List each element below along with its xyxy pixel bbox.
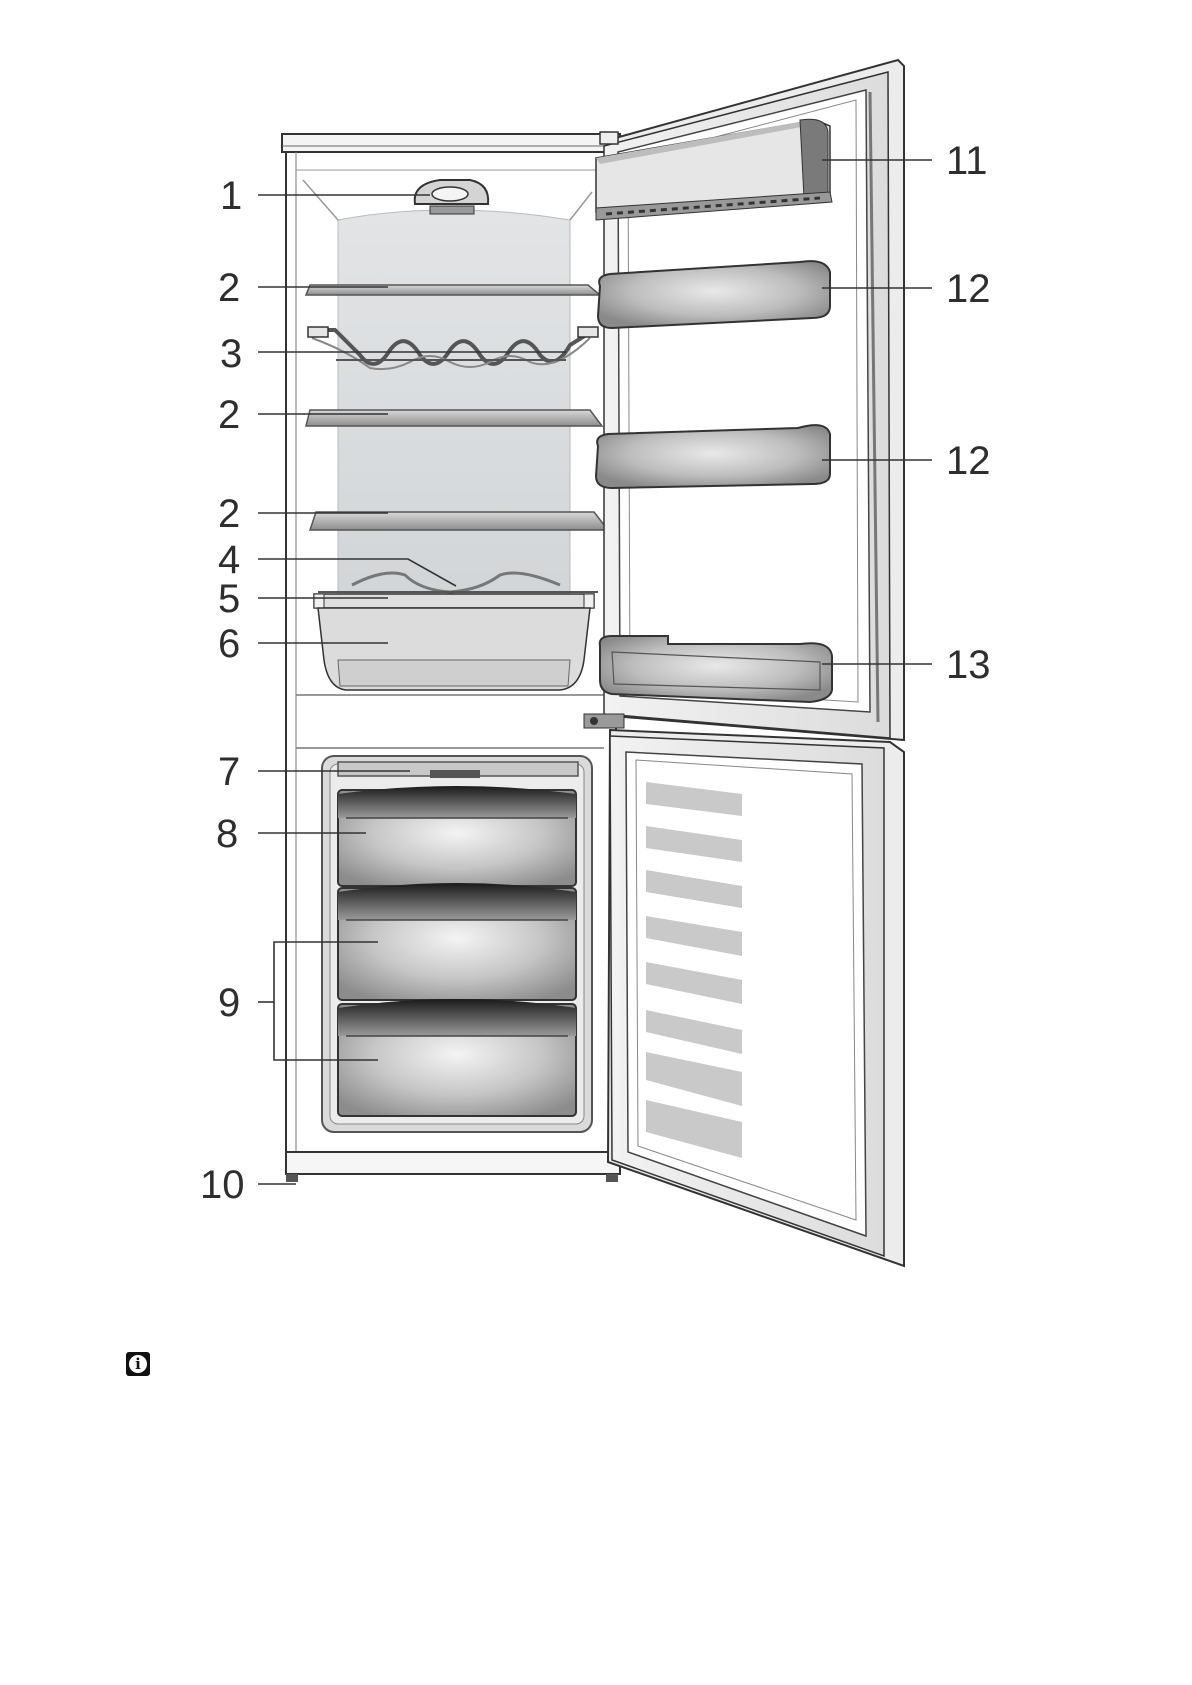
callout-12-top: 12 xyxy=(946,267,991,311)
callout-5: 5 xyxy=(218,577,240,621)
callout-11: 11 xyxy=(946,139,988,183)
callout-7: 7 xyxy=(218,750,240,794)
ice-tray xyxy=(338,762,578,778)
bottle-shelf xyxy=(600,636,832,702)
callout-2-top: 2 xyxy=(218,266,240,310)
callout-2-middle: 2 xyxy=(218,393,240,437)
callout-12-bottom: 12 xyxy=(946,439,991,483)
callout-2-bottom: 2 xyxy=(218,492,240,536)
callout-8: 8 xyxy=(216,812,238,856)
callout-4: 4 xyxy=(218,538,240,582)
door-shelf-middle xyxy=(596,425,830,488)
freezer-door xyxy=(608,730,904,1266)
freezer-drawer-top xyxy=(338,786,576,886)
freezer-compartment xyxy=(322,756,592,1132)
callout-1: 1 xyxy=(220,174,242,218)
freezer-drawer-bottom xyxy=(338,999,576,1116)
callout-6: 6 xyxy=(218,622,240,666)
crisper-drawer xyxy=(314,594,594,690)
callout-9: 9 xyxy=(218,981,240,1025)
info-icon: i xyxy=(126,1352,150,1376)
callout-13: 13 xyxy=(946,643,991,687)
callout-10: 10 xyxy=(200,1163,245,1207)
callout-3: 3 xyxy=(220,332,242,376)
